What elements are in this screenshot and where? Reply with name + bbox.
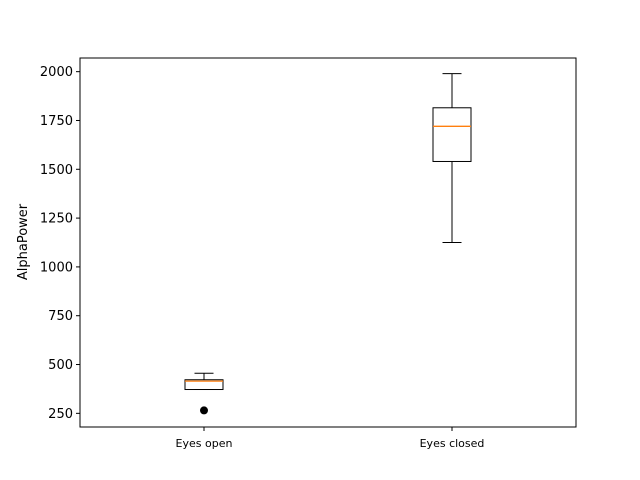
y-tick-label: 1500 <box>40 163 73 178</box>
y-tick-label: 250 <box>48 407 73 422</box>
y-tick-label: 2000 <box>40 65 73 80</box>
box-iqr <box>432 107 472 162</box>
y-tick-label: 1000 <box>40 260 73 275</box>
x-axis: Eyes open Eyes closed <box>176 427 485 450</box>
box-iqr <box>184 379 224 391</box>
y-tick-label: 750 <box>48 309 73 324</box>
y-tick-label: 1250 <box>40 212 73 227</box>
plot-area <box>79 57 577 428</box>
y-axis: 250 500 750 1000 1250 1500 1750 2000 <box>40 65 80 422</box>
y-tick-label: 1750 <box>40 114 73 129</box>
outlier-point <box>200 406 208 415</box>
x-tick-label: Eyes closed <box>420 437 485 450</box>
box-group <box>184 372 224 415</box>
y-axis-label: AlphaPower <box>16 203 31 280</box>
box-group <box>432 73 472 243</box>
x-tick-label: Eyes open <box>176 437 233 450</box>
y-tick-label: 500 <box>48 358 73 373</box>
box-series <box>184 73 472 415</box>
